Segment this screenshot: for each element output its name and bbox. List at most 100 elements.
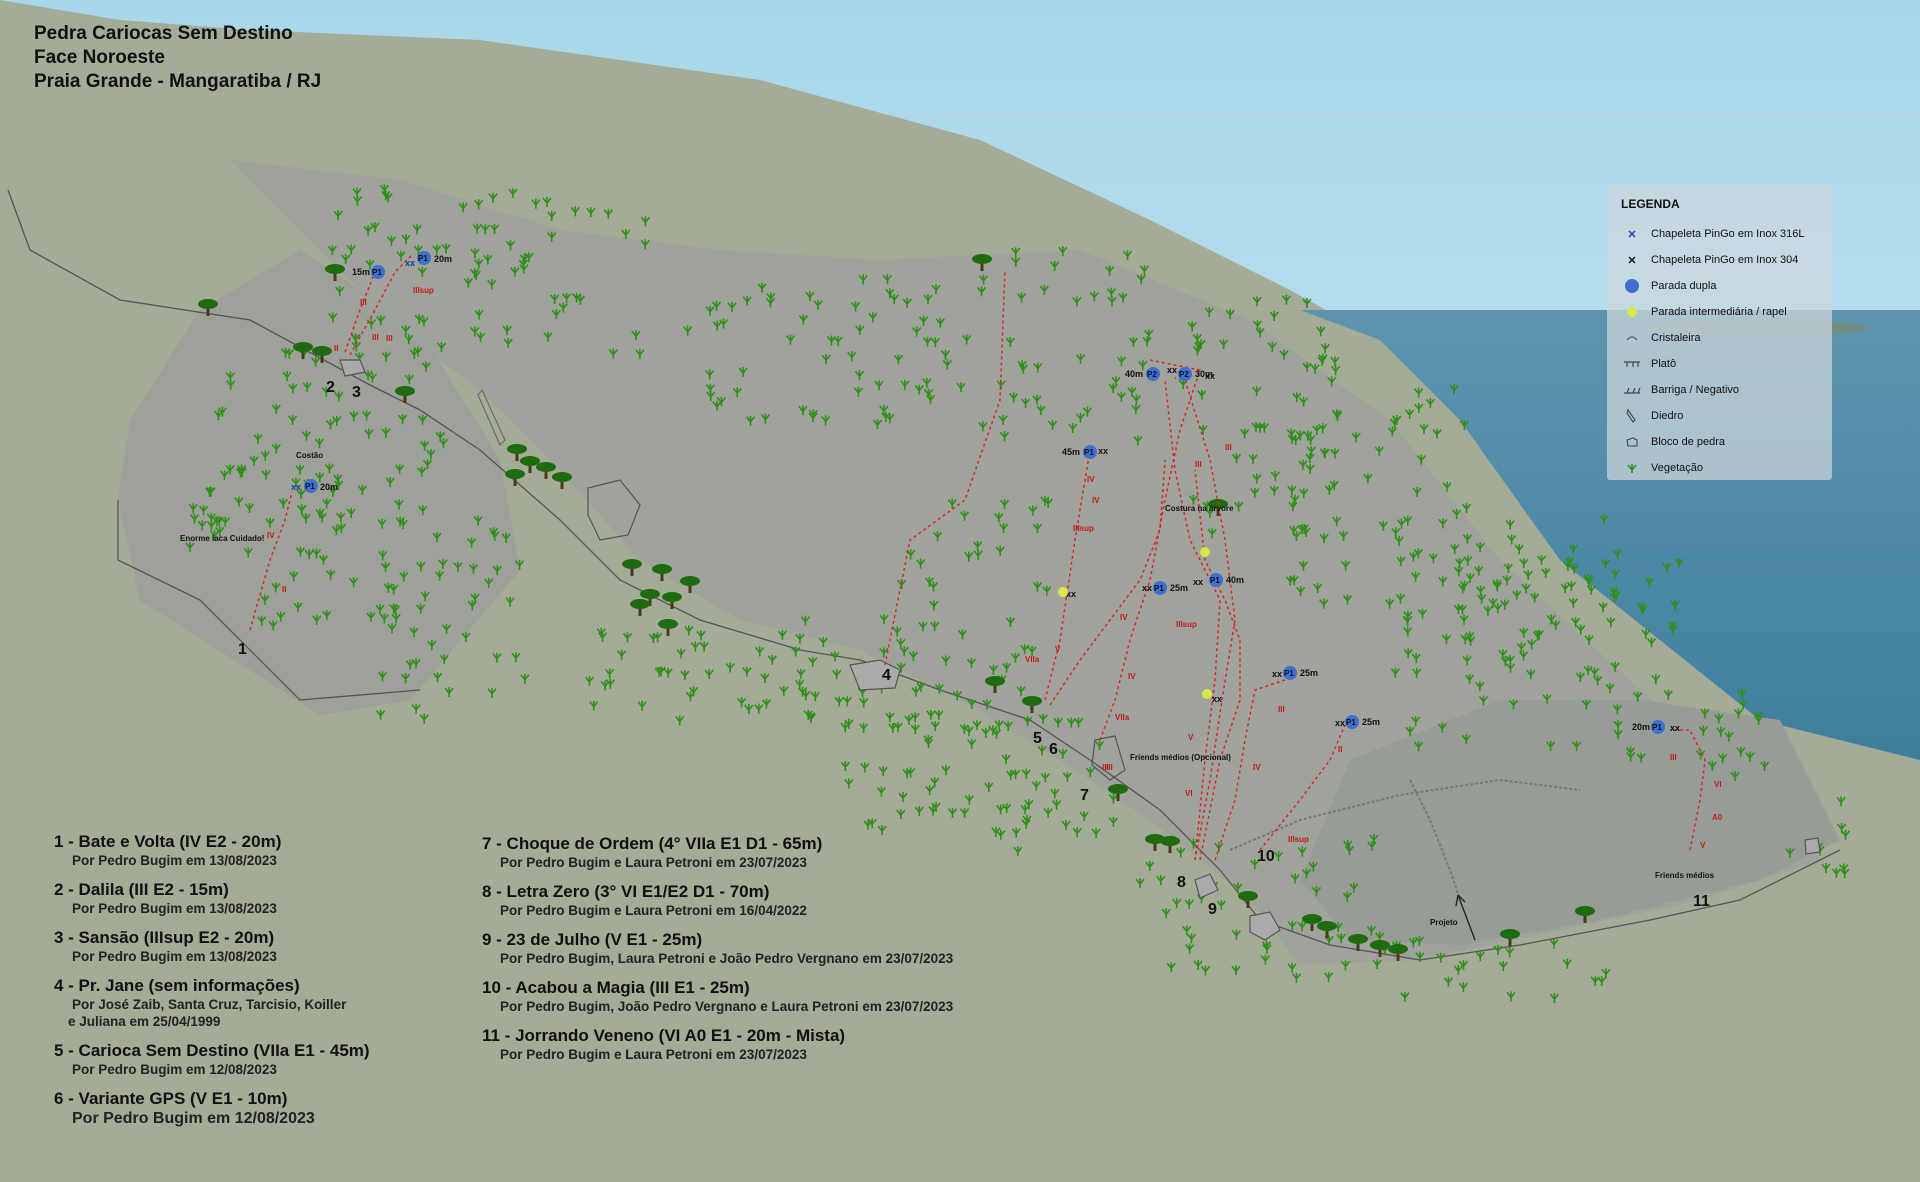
annotation-costura: Costura na árvore — [1165, 504, 1234, 513]
route-title: 1 - Bate e Volta (IV E2 - 20m) — [54, 832, 282, 851]
length-label: 45m — [1062, 447, 1080, 457]
legend-item: Platô — [1619, 351, 1820, 377]
legend-label: Chapeleta PinGo em Inox 304 — [1651, 254, 1799, 266]
blue-x-icon — [1619, 229, 1645, 239]
grade-label: III — [386, 334, 393, 343]
grade-label: III — [372, 333, 379, 342]
route-number: 8 — [1177, 874, 1186, 891]
annotation-projeto: Projeto — [1430, 918, 1458, 927]
legend-label: Bloco de pedra — [1651, 436, 1725, 448]
diedro-icon — [1619, 408, 1645, 424]
svg-text:xx: xx — [405, 258, 415, 268]
route-list-right: 7 - Choque de Ordem (4° VIIa E1 D1 - 65m… — [482, 834, 953, 1074]
svg-text:xx: xx — [1098, 446, 1108, 456]
annotation-laca: Enorme laca Cuidado! — [180, 534, 264, 543]
grade-label: VI — [1185, 789, 1193, 798]
route-author: Por Pedro Bugim e Laura Petroni em 23/07… — [500, 855, 807, 870]
length-label: 25m — [1170, 583, 1188, 593]
route-title: 6 - Variante GPS (V E1 - 10m) — [54, 1089, 288, 1108]
route-number: 2 — [326, 379, 335, 396]
legend-label: Cristaleira — [1651, 332, 1701, 344]
route-number: 6 — [1049, 741, 1058, 758]
route-entry: 6 - Variante GPS (V E1 - 10m) Por Pedro … — [54, 1089, 370, 1129]
legend-heading: LEGENDA — [1621, 197, 1680, 211]
legend-item: Diedro — [1619, 403, 1820, 429]
svg-text:xx: xx — [1193, 577, 1203, 587]
grade-label: A0 — [1712, 813, 1723, 822]
route-title: 7 - Choque de Ordem (4° VIIa E1 D1 - 65m… — [482, 834, 823, 853]
station-label: P2 — [1179, 370, 1189, 379]
legend-item: Parada intermediária / rapel — [1619, 299, 1820, 325]
bloco-icon — [1619, 436, 1645, 448]
svg-text:xx: xx — [1335, 718, 1345, 728]
grade-label: IV — [1120, 613, 1128, 622]
route-entry: 5 - Carioca Sem Destino (VIIa E1 - 45m) … — [54, 1041, 370, 1078]
trail-left — [117, 500, 421, 701]
route-entry: 10 - Acabou a Magia (III E1 - 25m) Por P… — [482, 978, 953, 1015]
route-title: 8 - Letra Zero (3° VI E1/E2 D1 - 70m) — [482, 882, 770, 901]
plato-icon — [1619, 359, 1645, 369]
grade-labels: IV II II III III III IIIsup IV IV IIIsup… — [267, 286, 1723, 850]
length-label: 30m — [1195, 369, 1213, 379]
route-number: 11 — [1693, 893, 1710, 910]
svg-text:xx: xx — [1066, 589, 1076, 599]
length-label: 25m — [1300, 668, 1318, 678]
route-number: 3 — [352, 384, 361, 401]
svg-text:xx: xx — [1167, 365, 1177, 375]
route-author: Por Pedro Bugim em 13/08/2023 — [72, 949, 277, 964]
legend-label: Platô — [1651, 358, 1677, 370]
route-number: 5 — [1033, 730, 1042, 747]
grade-label: II — [334, 344, 338, 353]
grade-label: III — [1106, 763, 1113, 772]
route-line-1 — [249, 491, 293, 631]
route-line-8b — [1174, 377, 1236, 861]
route-number: 7 — [1080, 787, 1089, 804]
legend-label: Diedro — [1651, 410, 1684, 422]
route-entry: 2 - Dalila (III E2 - 15m) Por Pedro Bugi… — [54, 880, 370, 917]
length-label: 20m — [320, 482, 338, 492]
cristaleira-icon — [1619, 334, 1645, 342]
grade-label: IIIsup — [413, 286, 434, 295]
route-line-4 — [884, 269, 1006, 666]
route-author: Por Pedro Bugim, João Pedro Vergnano e L… — [500, 999, 954, 1014]
barriga-icon — [1619, 385, 1645, 395]
station-label: P1 — [305, 482, 315, 491]
route-entry: 1 - Bate e Volta (IV E2 - 20m) Por Pedro… — [54, 832, 370, 869]
route-line-7 — [1099, 359, 1201, 741]
length-label: 25m — [1362, 717, 1380, 727]
grade-label: V — [1700, 841, 1706, 850]
route-line-10 — [1259, 724, 1346, 851]
grade-label: V — [1188, 733, 1194, 742]
svg-text:xx: xx — [1205, 371, 1215, 381]
legend-label: Barriga / Negativo — [1651, 384, 1740, 396]
grade-label: III — [1225, 443, 1232, 452]
legend-label: Vegetação — [1651, 462, 1703, 474]
grade-label: II — [1338, 745, 1342, 754]
route-author: Por Pedro Bugim, Laura Petroni e João Pe… — [500, 951, 954, 966]
route-lines — [249, 254, 1706, 861]
diedros — [477, 388, 506, 446]
route-number: 10 — [1257, 848, 1275, 865]
legend-item: Chapeleta PinGo em Inox 316L — [1619, 221, 1820, 247]
route-line-8c — [1194, 469, 1241, 861]
annotation-friends-1: Friends médios (Opcional) — [1130, 753, 1231, 762]
route-entry: 7 - Choque de Ordem (4° VIIa E1 D1 - 65m… — [482, 834, 953, 871]
legend: LEGENDA Chapeleta PinGo em Inox 316L Cha… — [1607, 185, 1832, 480]
route-entry: 11 - Jorrando Veneno (VI A0 E1 - 20m - M… — [482, 1026, 953, 1063]
grade-label: IIIsup — [1288, 835, 1309, 844]
title-line-1: Pedra Cariocas Sem Destino — [34, 23, 293, 44]
route-line-9 — [1214, 679, 1286, 861]
length-label: 15m — [352, 267, 370, 277]
route-author: Por Pedro Bugim em 13/08/2023 — [72, 853, 277, 868]
projeto-arrow-icon — [1455, 894, 1476, 941]
grade-label: IIIsup — [1073, 524, 1094, 533]
map-title: Pedra Cariocas Sem Destino Face Noroeste… — [34, 22, 321, 94]
length-label: 40m — [1226, 575, 1244, 585]
legend-label: Parada intermediária / rapel — [1651, 306, 1787, 318]
length-label: 20m — [434, 254, 452, 264]
station-labels: P1 P1 P1 P2 P2 P1 P1 P1 P1 P1 P1 — [305, 254, 1662, 732]
route-line-3 — [349, 254, 413, 356]
legend-item: Barriga / Negativo — [1619, 377, 1820, 403]
grade-label: II — [282, 585, 286, 594]
svg-text:xx: xx — [1212, 694, 1222, 704]
